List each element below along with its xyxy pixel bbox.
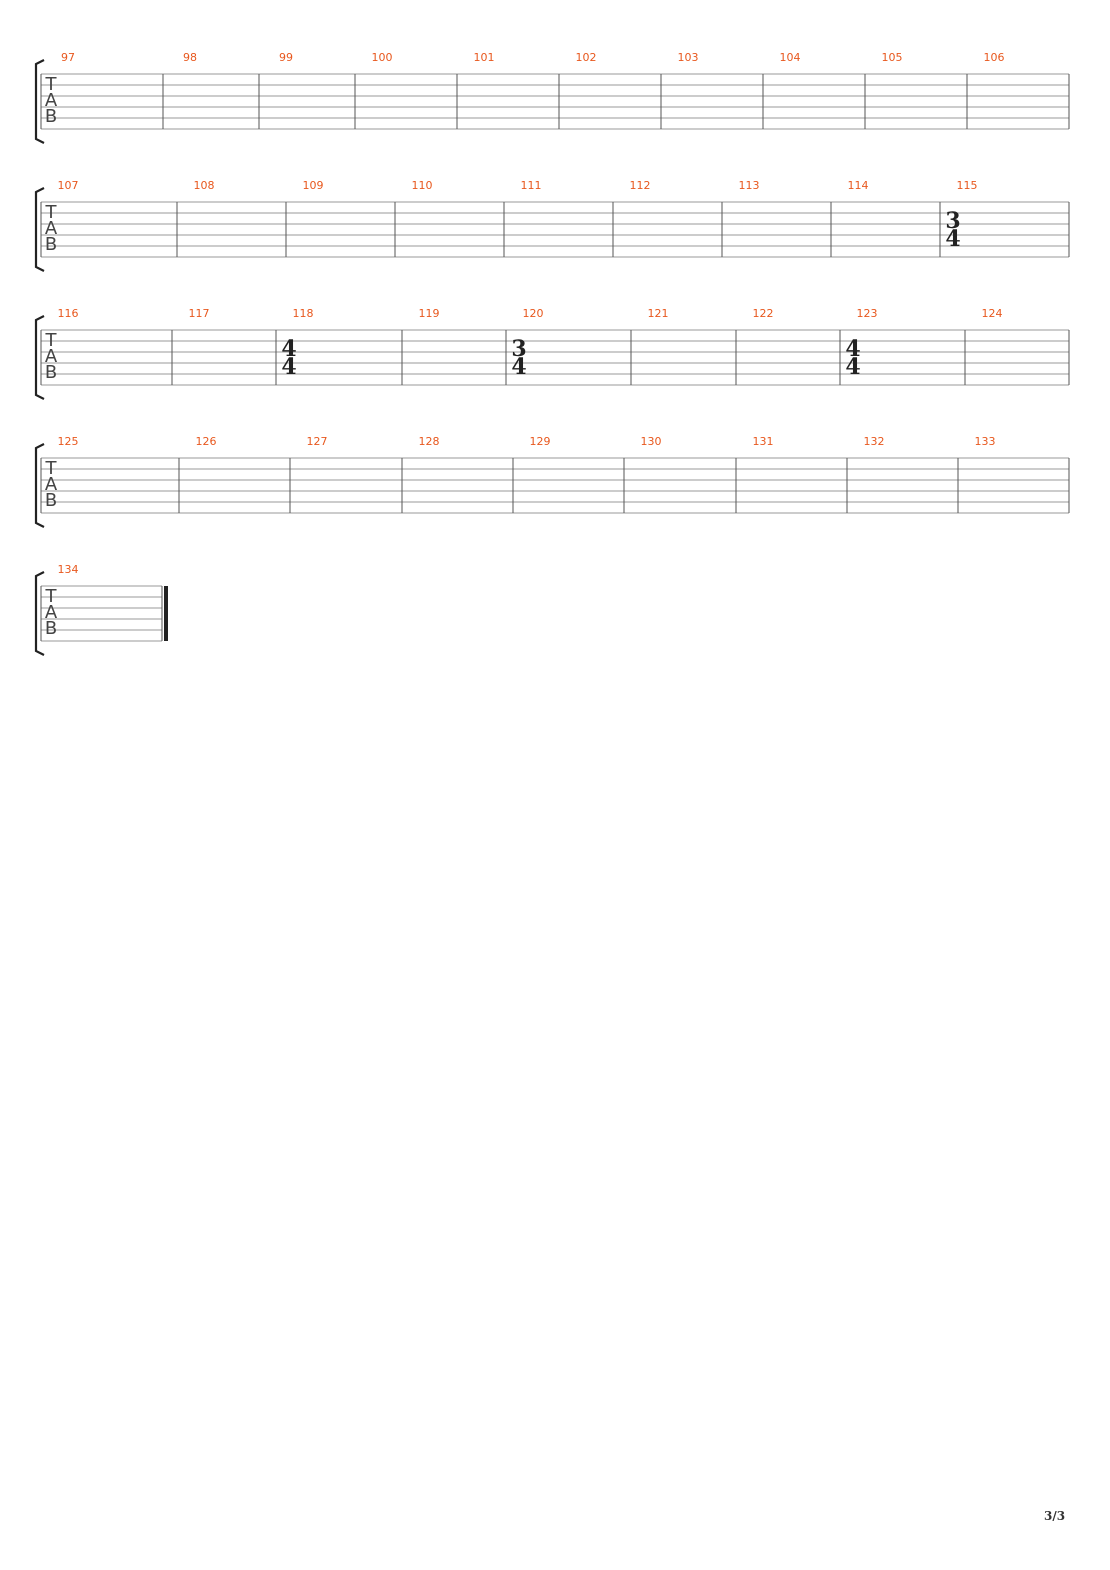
measure-number: 134 [58, 563, 79, 576]
measure-number: 109 [303, 179, 324, 192]
measure-number: 112 [630, 179, 651, 192]
tab-clef-letter: B [45, 618, 57, 639]
measure-number: 104 [780, 51, 801, 64]
time-signature-denominator: 4 [281, 354, 296, 380]
time-signature-denominator: 4 [511, 354, 526, 380]
measure-number: 116 [58, 307, 79, 320]
tab-clef-letter: A [45, 90, 58, 111]
system-bracket [34, 315, 45, 400]
tab-clef-letter: T [45, 458, 58, 479]
tab-clef-letter: A [45, 474, 58, 495]
measure-number: 98 [183, 51, 197, 64]
time-signature-numerator: 4 [845, 336, 860, 362]
tab-clef-letter: B [45, 490, 57, 511]
measure-number: 126 [196, 435, 217, 448]
final-barline [164, 586, 168, 641]
measure-number: 108 [194, 179, 215, 192]
system-bracket [34, 571, 45, 656]
measure-number: 106 [984, 51, 1005, 64]
measure-number: 111 [521, 179, 542, 192]
measure-number: 113 [739, 179, 760, 192]
tab-clef-letter: T [45, 586, 58, 607]
measure-number: 100 [372, 51, 393, 64]
time-signature-denominator: 4 [845, 354, 860, 380]
time-signature-numerator: 4 [281, 336, 296, 362]
measure-number: 99 [279, 51, 293, 64]
measure-number: 123 [857, 307, 878, 320]
measure-number: 105 [882, 51, 903, 64]
measure-number: 120 [523, 307, 544, 320]
tab-clef-letter: T [45, 330, 58, 351]
tab-clef-letter: A [45, 602, 58, 623]
time-signature-denominator: 4 [945, 226, 960, 252]
measure-number: 122 [753, 307, 774, 320]
tab-clef-letter: T [45, 202, 58, 223]
tab-clef-letter: B [45, 362, 57, 383]
measure-number: 131 [753, 435, 774, 448]
tab-clef-letter: A [45, 218, 58, 239]
time-signature-numerator: 3 [945, 208, 960, 234]
measure-number: 127 [307, 435, 328, 448]
measure-number: 119 [419, 307, 440, 320]
measure-number: 132 [864, 435, 885, 448]
tab-clef-letter: A [45, 346, 58, 367]
tab-clef-letter: T [45, 74, 58, 95]
tab-system: TAB 107 108 109 110 111 112 113 114 115 34 [34, 179, 1070, 272]
measure-number: 110 [412, 179, 433, 192]
measure-number: 114 [848, 179, 869, 192]
measure-number: 130 [641, 435, 662, 448]
page-number: 3/3 [1044, 1509, 1066, 1523]
measure-number: 121 [648, 307, 669, 320]
measure-number: 125 [58, 435, 79, 448]
tab-system: TAB 125 126 127 128 129 130 131 132 133 [34, 435, 1070, 528]
system-bracket [34, 187, 45, 272]
system-bracket [34, 443, 45, 528]
measure-number: 128 [419, 435, 440, 448]
measure-number: 97 [61, 51, 75, 64]
measure-number: 102 [576, 51, 597, 64]
time-signature-numerator: 3 [511, 336, 526, 362]
tab-clef-letter: B [45, 106, 57, 127]
measure-number: 115 [957, 179, 978, 192]
tab-system: TAB 97 98 99 100 101 102 103 104 105 106 [34, 51, 1070, 144]
measure-number: 107 [58, 179, 79, 192]
measure-number: 118 [293, 307, 314, 320]
tab-system: TAB 134 [34, 563, 168, 656]
measure-number: 133 [975, 435, 996, 448]
measure-number: 103 [678, 51, 699, 64]
measure-number: 101 [474, 51, 495, 64]
tab-clef-letter: B [45, 234, 57, 255]
measure-number: 117 [189, 307, 210, 320]
measure-number: 124 [982, 307, 1003, 320]
measure-number: 129 [530, 435, 551, 448]
system-bracket [34, 59, 45, 144]
